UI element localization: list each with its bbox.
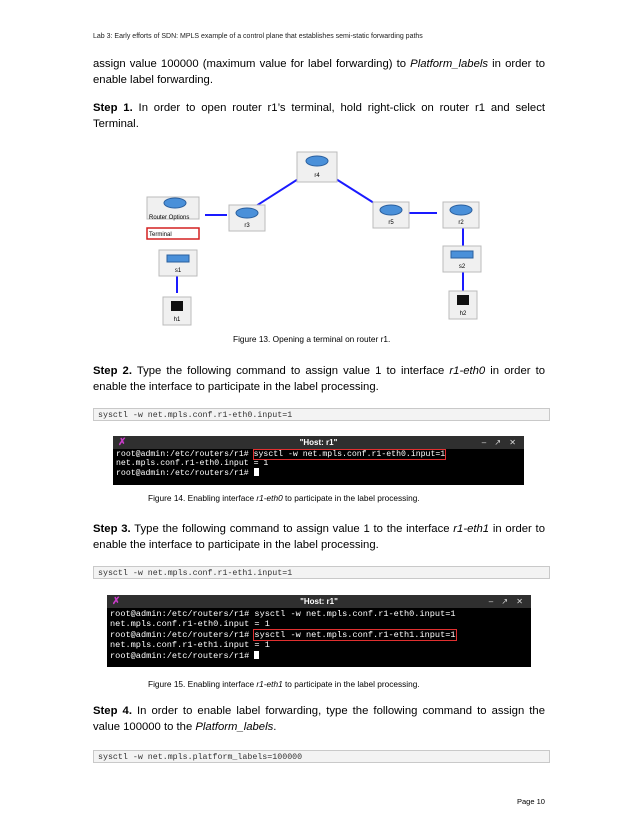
terminal-title: "Host: r1" bbox=[299, 438, 338, 447]
step1-paragraph: Step 1. In order to open router r1’s ter… bbox=[93, 102, 546, 130]
router-r2[interactable]: r2 bbox=[442, 201, 480, 229]
terminal-cursor bbox=[253, 468, 259, 477]
window-controls[interactable]: – ↗ ✕ bbox=[488, 597, 526, 606]
svg-text:r3: r3 bbox=[244, 223, 250, 229]
figure-14-caption: Figure 14. Enabling interface r1-eth0 to… bbox=[148, 493, 420, 503]
terminal-cursor bbox=[254, 650, 260, 659]
terminal-window-2[interactable]: ✗ "Host: r1" – ↗ ✕ root@admin:/etc/route… bbox=[107, 595, 531, 667]
svg-text:r5: r5 bbox=[388, 220, 394, 226]
svg-text:r4: r4 bbox=[314, 173, 320, 179]
terminal-menu-item[interactable]: Terminal bbox=[146, 227, 200, 240]
terminal-titlebar bbox=[107, 595, 531, 608]
highlighted-command: sysctl -w net.mpls.conf.r1-eth0.input=1 bbox=[252, 449, 447, 460]
svg-text:Terminal: Terminal bbox=[149, 232, 172, 238]
command-box-3[interactable]: sysctl -w net.mpls.platform_labels=10000… bbox=[93, 750, 550, 763]
page-header: Lab 3: Early efforts of SDN: MPLS exampl… bbox=[93, 33, 423, 40]
svg-text:h2: h2 bbox=[460, 311, 467, 317]
step2-paragraph: Step 2. Type the following command to as… bbox=[93, 365, 545, 393]
step4-paragraph: Step 4. In order to enable label forward… bbox=[93, 705, 545, 733]
x-logo-icon: ✗ bbox=[112, 596, 121, 607]
router-r3[interactable]: r3 bbox=[228, 204, 266, 232]
svg-text:r2: r2 bbox=[458, 220, 464, 226]
terminal-title: "Host: r1" bbox=[300, 597, 338, 606]
host-h1[interactable]: h1 bbox=[162, 296, 192, 326]
terminal-window-1[interactable]: ✗ "Host: r1" – ↗ ✕ root@admin:/etc/route… bbox=[113, 436, 524, 485]
host-h2[interactable]: h2 bbox=[448, 290, 478, 320]
figure-13-caption: Figure 13. Opening a terminal on router … bbox=[233, 334, 391, 344]
step3-paragraph: Step 3. Type the following command to as… bbox=[93, 523, 545, 551]
terminal-output: root@admin:/etc/routers/r1# sysctl -w ne… bbox=[116, 449, 447, 479]
page-number: Page 10 bbox=[517, 797, 545, 806]
router-r5[interactable]: r5 bbox=[372, 201, 410, 229]
topology-figure: r4 Router Options Terminal r3 r5 r2 s1 s… bbox=[146, 151, 482, 326]
highlighted-command: sysctl -w net.mpls.conf.r1-eth1.input=1 bbox=[253, 628, 457, 641]
terminal-output: root@admin:/etc/routers/r1# sysctl -w ne… bbox=[110, 609, 457, 661]
intro-paragraph: assign value 100000 (maximum value for l… bbox=[93, 58, 545, 86]
switch-s1[interactable]: s1 bbox=[158, 249, 198, 277]
router-r1[interactable]: Router Options bbox=[146, 196, 200, 221]
figure-15-caption: Figure 15. Enabling interface r1-eth1 to… bbox=[148, 679, 420, 689]
command-box-1[interactable]: sysctl -w net.mpls.conf.r1-eth0.input=1 bbox=[93, 408, 550, 421]
svg-text:s1: s1 bbox=[175, 268, 182, 274]
svg-text:s2: s2 bbox=[459, 264, 466, 270]
switch-s2[interactable]: s2 bbox=[442, 245, 482, 273]
router-options-title: Router Options bbox=[149, 215, 189, 221]
x-logo-icon: ✗ bbox=[118, 437, 127, 448]
router-r4[interactable]: r4 bbox=[296, 151, 338, 183]
terminal-titlebar bbox=[113, 436, 524, 449]
command-box-2[interactable]: sysctl -w net.mpls.conf.r1-eth1.input=1 bbox=[93, 566, 550, 579]
svg-text:h1: h1 bbox=[174, 317, 181, 323]
window-controls[interactable]: – ↗ ✕ bbox=[481, 438, 519, 447]
